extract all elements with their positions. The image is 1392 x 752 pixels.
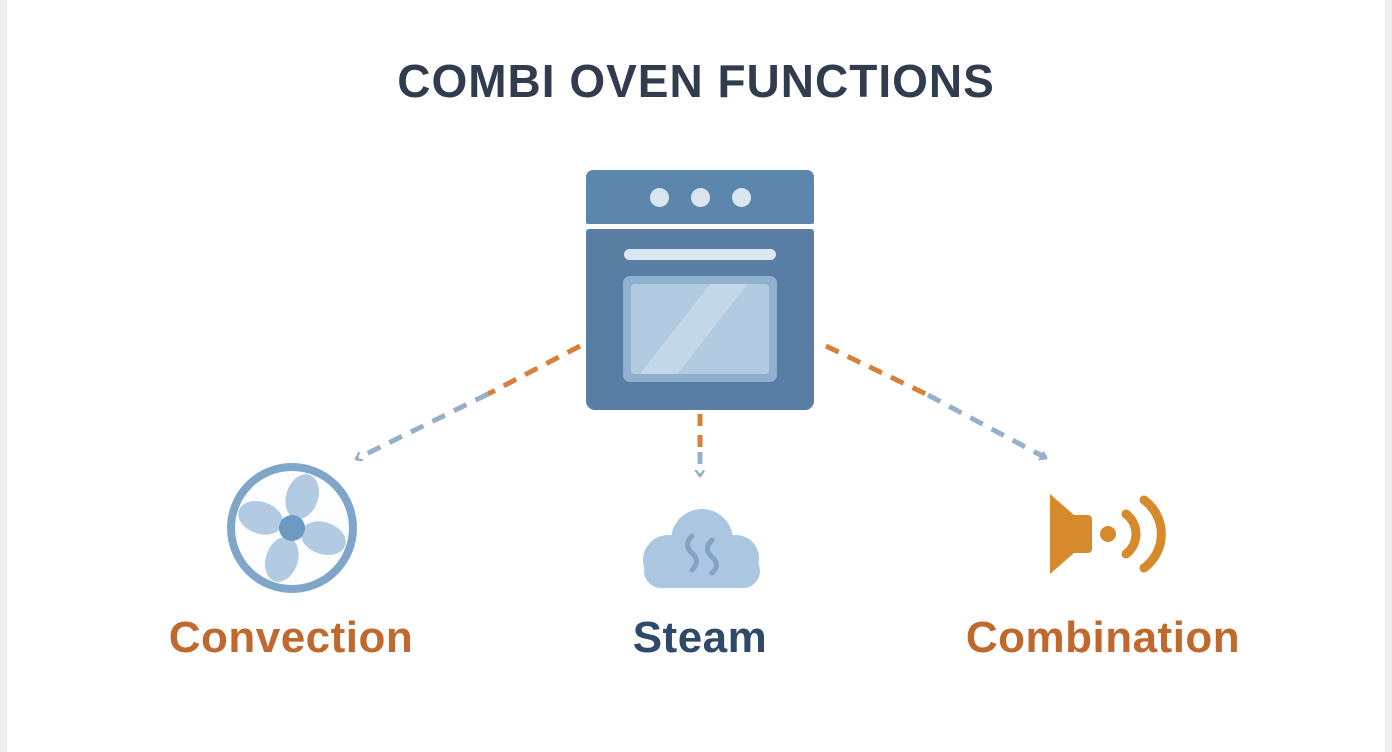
speaker-sound-icon xyxy=(1050,494,1166,574)
oven-door-handle xyxy=(624,249,776,260)
diagram-title: COMBI OVEN FUNCTIONS xyxy=(397,55,995,107)
oven-knob xyxy=(649,187,669,207)
steam-label: Steam xyxy=(632,613,768,662)
oven-body xyxy=(586,229,814,410)
oven-knob xyxy=(731,187,751,207)
page-edge-right xyxy=(1385,0,1392,752)
arrow-to-combination xyxy=(824,343,1046,458)
combi-oven-illustration xyxy=(586,170,814,410)
arrow-to-convection xyxy=(356,343,582,459)
fan-icon xyxy=(227,463,357,593)
combination-label: Combination xyxy=(965,613,1241,662)
oven-door-glass xyxy=(631,284,769,374)
oven-door-window xyxy=(623,276,777,382)
convection-label: Convection xyxy=(168,613,414,662)
oven-control-panel xyxy=(586,170,814,224)
page-edge-left xyxy=(0,0,7,752)
oven-knob xyxy=(690,187,710,207)
steam-cloud-icon xyxy=(643,509,760,588)
